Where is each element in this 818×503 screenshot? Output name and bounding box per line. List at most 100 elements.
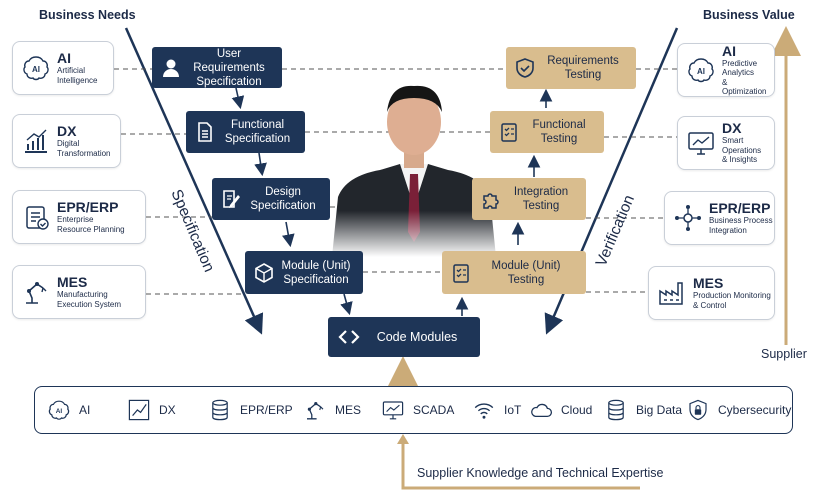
card-subtitle: & Insights (722, 155, 774, 165)
tech-item-mes[interactable]: MES (303, 387, 361, 433)
database-icon (604, 398, 628, 422)
card-subtitle: Artificial (57, 66, 97, 76)
card-subtitle: & Control (693, 301, 771, 311)
card-title: EPR/ERP (709, 201, 773, 216)
robot-arm-icon (303, 398, 327, 422)
shield-lock-icon (686, 398, 710, 422)
tech-item-label: Cloud (561, 403, 592, 417)
technology-bar: AI AI DX EPR/ERP MES SCADA IoT Cloud Big… (34, 386, 793, 434)
code-modules-box[interactable]: Code Modules (328, 317, 480, 357)
left-card-ai: AI AI Artificial Intelligence (12, 41, 114, 95)
puzzle-icon (480, 188, 502, 210)
tech-item-label: EPR/ERP (240, 403, 293, 417)
card-subtitle: Execution System (57, 300, 121, 310)
svg-text:AI: AI (32, 65, 40, 74)
test-box-module[interactable]: Module (Unit)Testing (442, 251, 586, 294)
card-title: AI (57, 51, 97, 66)
right-card-dx: DX Smart Operations & Insights (677, 116, 775, 170)
right-card-ai: AI AI Predictive Analytics & Optimizatio… (677, 43, 775, 97)
card-subtitle: Resource Planning (57, 225, 125, 235)
card-title: DX (57, 124, 111, 139)
tech-item-cybersecurity[interactable]: Cybersecurity (686, 387, 791, 433)
presenter-portrait (332, 72, 496, 257)
box-label-line: Specification (242, 199, 324, 213)
pencil-doc-icon (220, 188, 242, 210)
document-icon (194, 121, 216, 143)
right-card-erp: EPR/ERP Business Process Integration (664, 191, 775, 245)
code-brackets-icon (338, 326, 360, 348)
box-label-line: Design (242, 185, 324, 199)
tech-item-label: AI (79, 403, 90, 417)
box-label-line: Specification (216, 132, 299, 146)
cube-icon (253, 262, 275, 284)
business-value-header: Business Value (703, 8, 795, 22)
card-title: MES (693, 276, 771, 291)
monitor-chart-icon (686, 128, 716, 158)
business-needs-header: Business Needs (39, 8, 136, 22)
box-label-line: Functional (520, 118, 598, 132)
box-label-line: Testing (520, 132, 598, 146)
checklist-icon (450, 262, 472, 284)
tech-item-big-data[interactable]: Big Data (604, 387, 682, 433)
card-subtitle: Production Monitoring (693, 291, 771, 301)
left-card-mes: MES Manufacturing Execution System (12, 265, 146, 319)
box-label-line: Testing (472, 273, 580, 287)
card-title: MES (57, 275, 121, 290)
supplier-knowledge-label: Supplier Knowledge and Technical Experti… (417, 466, 663, 480)
box-label-line: Specification (182, 75, 276, 89)
card-subtitle: Enterprise (57, 215, 125, 225)
tech-item-ai[interactable]: AI AI (47, 387, 90, 433)
monitor-chart-icon (381, 398, 405, 422)
left-card-dx: DX Digital Transformation (12, 114, 121, 168)
tech-item-label: Cybersecurity (718, 403, 791, 417)
box-label-line: Module (Unit) (472, 259, 580, 273)
user-icon (160, 57, 182, 79)
card-title: AI (722, 44, 774, 59)
box-label-line: Testing (502, 199, 580, 213)
tech-item-cloud[interactable]: Cloud (529, 387, 592, 433)
checklist-icon (498, 121, 520, 143)
box-label-line: Specification (275, 273, 357, 287)
card-subtitle: Business Process (709, 216, 773, 226)
tech-item-label: IoT (504, 403, 521, 417)
card-subtitle: Digital (57, 139, 111, 149)
svg-text:AI: AI (56, 408, 63, 415)
card-subtitle: Manufacturing (57, 290, 121, 300)
ai-brain-icon: AI (21, 53, 51, 83)
box-label-line: Integration (502, 185, 580, 199)
card-title: DX (722, 121, 774, 136)
robot-arm-icon (21, 277, 51, 307)
tech-item-iot[interactable]: IoT (472, 387, 521, 433)
card-title: EPR/ERP (57, 200, 125, 215)
card-subtitle: & Optimization (722, 78, 774, 97)
box-label-line: Module (Unit) (275, 259, 357, 273)
clipboard-check-icon (21, 202, 51, 232)
cloud-icon (529, 398, 553, 422)
right-card-mes: MES Production Monitoring & Control (648, 266, 775, 320)
card-subtitle: Integration (709, 226, 773, 236)
network-icon (673, 203, 703, 233)
card-subtitle: Predictive Analytics (722, 59, 774, 78)
svg-text:AI: AI (697, 67, 705, 76)
database-icon (208, 398, 232, 422)
tech-item-label: Big Data (636, 403, 682, 417)
box-label-line: Testing (536, 68, 630, 82)
tech-item-scada[interactable]: SCADA (381, 387, 454, 433)
factory-icon (657, 278, 687, 308)
card-subtitle: Transformation (57, 149, 111, 159)
left-card-erp: EPR/ERP Enterprise Resource Planning (12, 190, 146, 244)
tech-item-erp[interactable]: EPR/ERP (208, 387, 293, 433)
shield-check-icon (514, 57, 536, 79)
growth-chart-icon (21, 126, 51, 156)
tech-item-dx[interactable]: DX (127, 387, 176, 433)
supplier-label: Supplier (761, 347, 807, 361)
ai-brain-icon: AI (47, 398, 71, 422)
spec-box-module[interactable]: Module (Unit)Specification (245, 251, 363, 294)
ai-brain-icon: AI (686, 55, 716, 85)
